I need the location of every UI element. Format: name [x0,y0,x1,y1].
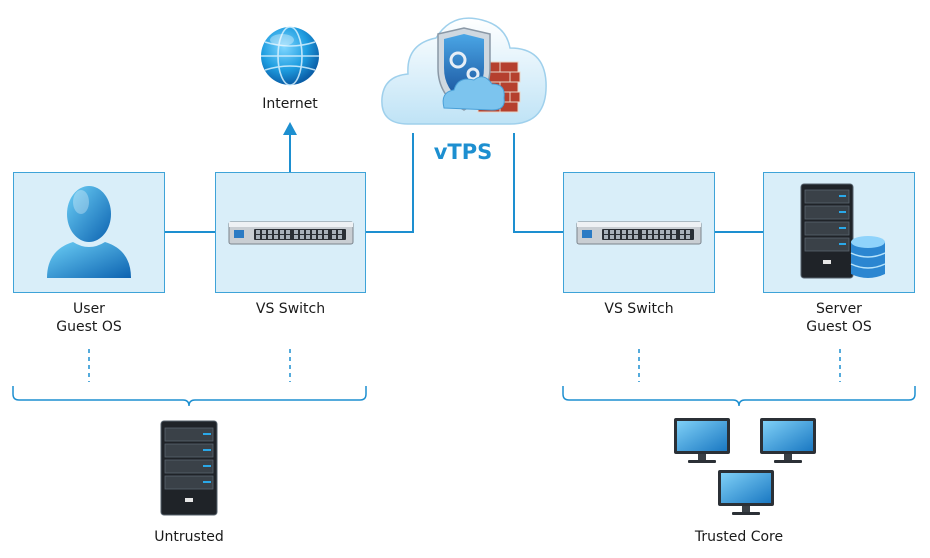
untrusted-server-icon [160,420,218,516]
untrusted-label: Untrusted [154,529,224,545]
server-label-line2: Guest OS [806,319,872,335]
right-switch-icon [576,221,702,245]
globe-icon [261,26,319,86]
left-vs-switch-label: VS Switch [255,301,326,317]
vtps-label: vTPS [433,140,493,164]
server-database-icon [800,183,886,279]
server-guest-os-label: Server Guest OS [763,300,915,336]
user-icon [47,186,131,278]
right-group-brace [562,386,916,407]
server-label-line1: Server [816,301,862,317]
left-group-brace [12,386,367,407]
upload-arrow-icon [283,122,297,135]
user-guest-os-label: User Guest OS [13,300,165,336]
right-vs-switch-label: VS Switch [604,301,674,317]
trusted-core-label: Trusted Core [694,529,784,545]
internet-label: Internet [262,96,318,112]
left-switch-icon [228,221,354,245]
user-label-line1: User [73,301,105,317]
monitors-icon [674,418,816,515]
vtps-cloud-icon [381,17,547,125]
user-label-line2: Guest OS [56,319,122,335]
